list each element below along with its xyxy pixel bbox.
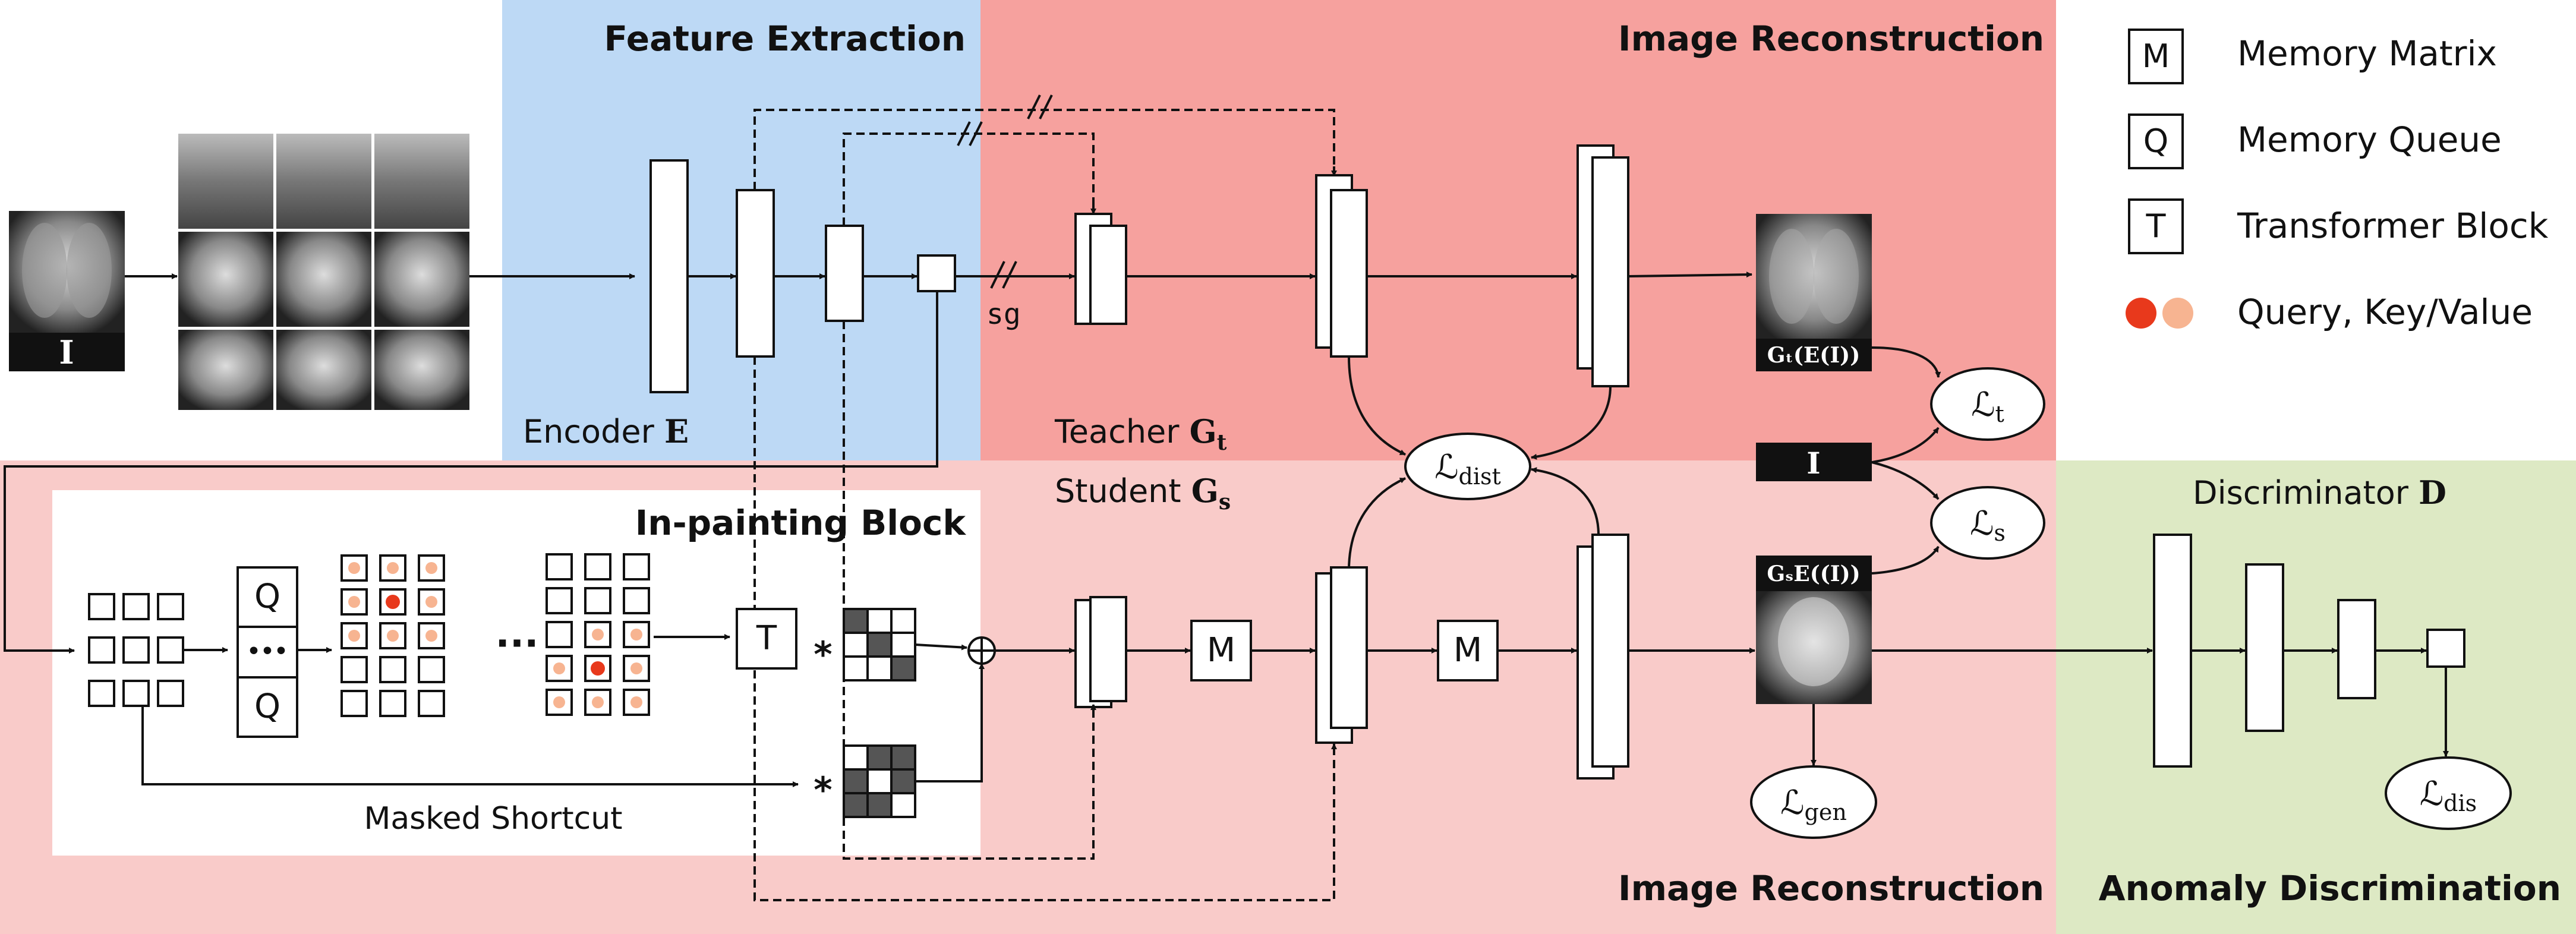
svg-text:Transformer Block: Transformer Block	[2237, 206, 2549, 246]
svg-text:Q: Q	[254, 578, 280, 616]
svg-text:M: M	[2142, 37, 2170, 75]
title-image-reconstruction-top: Image Reconstruction	[1618, 18, 2044, 59]
query-dot-icon	[2126, 298, 2156, 329]
legend-item-transformer-block: T Transformer Block	[2128, 198, 2549, 254]
mask-grid-1	[843, 608, 916, 681]
svg-text:T: T	[756, 619, 777, 658]
memory-block-1: M	[1190, 620, 1252, 681]
ellipsis: ···	[496, 622, 539, 666]
inpainting-patches	[88, 593, 184, 707]
multiply-star-1: *	[814, 634, 832, 676]
svg-text:Memory Matrix: Memory Matrix	[2237, 33, 2497, 74]
keyvalue-dot-icon	[2162, 298, 2193, 329]
svg-text:Memory Queue: Memory Queue	[2237, 119, 2502, 160]
loss-s: ℒs	[1930, 486, 2045, 560]
encoder-to-inpainting-line	[4, 291, 938, 654]
legend: M Memory Matrix Q Memory Queue T Transfo…	[2126, 29, 2549, 332]
title-feature-extraction: Feature Extraction	[604, 18, 966, 59]
svg-text:I: I	[1806, 446, 1820, 481]
memory-queue: Q ••• Q	[237, 566, 298, 738]
transformer-block: T	[736, 608, 797, 670]
stop-grad-mark	[990, 261, 1005, 289]
loss-t: ℒt	[1930, 367, 2045, 441]
loss-gen: ℒgen	[1750, 765, 1877, 839]
svg-text:ℒdist: ℒdist	[1434, 448, 1501, 490]
student-decoder	[1074, 534, 1629, 780]
title-inpainting-block: In-painting Block	[635, 503, 967, 543]
encoder-layer-2	[736, 189, 775, 358]
input-image-reference: I	[1756, 443, 1872, 481]
teacher-decoder	[1074, 144, 1629, 387]
svg-text:Q: Q	[2143, 122, 2169, 160]
svg-text:GₛE((I)): GₛE((I))	[1767, 561, 1860, 586]
region-inpainting	[52, 490, 980, 856]
student-output-image: GₛE((I))	[1756, 556, 1872, 704]
stop-grad-label: sg	[986, 298, 1021, 331]
title-anomaly-discrimination: Anomaly Discrimination	[2099, 868, 2561, 908]
svg-text:ℒs: ℒs	[1970, 504, 2006, 546]
svg-text:•••: •••	[247, 639, 288, 664]
stop-grad-mark-upper	[957, 121, 971, 146]
discriminator	[2153, 534, 2465, 768]
attention-grid-1	[340, 554, 445, 717]
title-image-reconstruction-bottom: Image Reconstruction	[1618, 868, 2044, 908]
discriminator-label: Discriminator D	[2193, 474, 2446, 512]
masked-shortcut-label: Masked Shortcut	[364, 801, 622, 837]
svg-text:Query, Key/Value: Query, Key/Value	[2237, 292, 2533, 332]
svg-text:M: M	[1453, 631, 1482, 670]
legend-item-memory-queue: Q Memory Queue	[2128, 113, 2502, 169]
sum-operator	[967, 636, 996, 665]
loss-dis: ℒdis	[2385, 756, 2512, 830]
attention-grid-2	[546, 553, 650, 716]
encoder-label: Encoder E	[523, 412, 689, 450]
mask-grid-2	[843, 744, 916, 818]
loss-dist: ℒdist	[1404, 433, 1531, 500]
svg-text:I: I	[59, 333, 74, 371]
encoder	[649, 159, 956, 393]
svg-text:M: M	[1207, 631, 1235, 670]
region-image-reconstruction-top	[980, 0, 2056, 460]
teacher-label: Teacher Gt	[1054, 412, 1227, 455]
legend-item-query-keyvalue: Query, Key/Value	[2126, 292, 2533, 332]
memory-block-2: M	[1437, 620, 1499, 681]
student-label: Student Gs	[1055, 472, 1231, 515]
masked-shortcut-line	[141, 706, 799, 787]
teacher-output-image: Gₜ(E(I))	[1756, 214, 1872, 371]
svg-text:ℒt: ℒt	[1971, 386, 2004, 427]
patch-grid	[178, 134, 469, 410]
svg-text:Gₜ(E(I)): Gₜ(E(I))	[1767, 343, 1861, 368]
encoder-layer-1	[649, 159, 689, 393]
legend-item-memory-matrix: M Memory Matrix	[2128, 29, 2497, 84]
multiply-star-2: *	[814, 769, 832, 811]
svg-text:ℒgen: ℒgen	[1780, 784, 1847, 825]
input-xray-image: I	[9, 211, 125, 371]
region-anomaly-discrimination	[2056, 460, 2576, 934]
svg-text:Q: Q	[254, 687, 280, 726]
encoder-layer-4	[917, 254, 956, 292]
svg-text:ℒdis: ℒdis	[2420, 775, 2477, 816]
encoder-layer-3	[825, 225, 864, 322]
svg-text:T: T	[2146, 207, 2167, 245]
